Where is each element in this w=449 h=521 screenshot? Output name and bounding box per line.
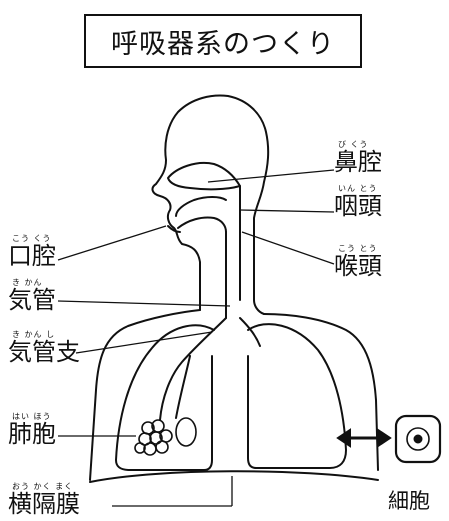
head-outline [153,96,269,314]
label-pharynx: いん とう 咽頭 [334,184,382,219]
alveoli-cluster [135,418,196,455]
label-alveolus: はい ほう 肺胞 [8,412,56,447]
label-oral-cavity: こう くう 口腔 [8,234,56,269]
left-shoulder [90,310,200,480]
label-trachea: き かん 気管 [8,278,56,313]
label-nasal-cavity: び くう 鼻腔 [334,140,382,175]
bronchus-branch [160,318,260,420]
label-diaphragm: おう かく まく 横隔膜 [8,482,80,517]
cell-icon [396,416,440,462]
right-shoulder [264,314,378,470]
tongue [178,217,226,232]
label-bronchus: き かん し 気管支 [8,330,80,365]
diaphragm-curve [90,471,378,482]
pharynx-inner [176,197,226,216]
larynx-leader [242,232,334,264]
pharynx-leader [240,210,334,212]
label-cell: 細胞 [388,485,430,515]
label-larynx: こう とう 喉頭 [334,244,382,279]
bronchus-leader [76,332,212,353]
oral-leader [58,226,166,260]
exchange-arrow [338,430,390,446]
right-lung [248,324,346,468]
trachea-leader [58,301,230,306]
nasal-cavity-shape [168,163,240,189]
